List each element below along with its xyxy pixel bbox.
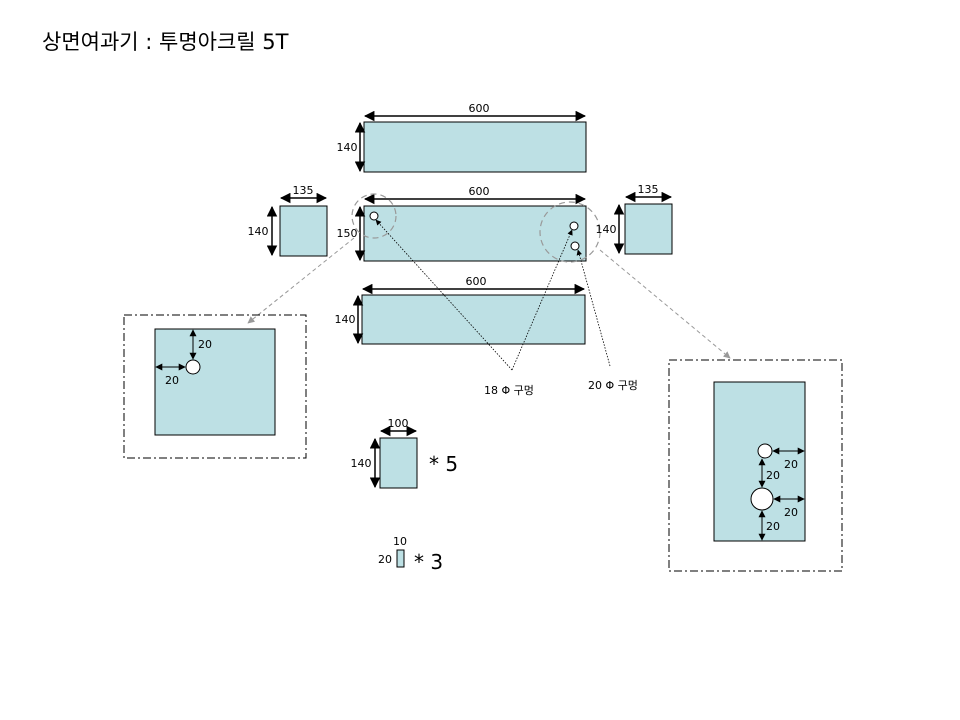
leader-20 bbox=[576, 249, 611, 367]
left-side-panel bbox=[279, 205, 328, 257]
zoom-guide-left bbox=[247, 237, 355, 324]
small-height-label: 140 bbox=[351, 457, 372, 470]
top-height-label: 140 bbox=[337, 141, 358, 154]
zoom-circle-right bbox=[539, 201, 601, 263]
detail-hole-upper bbox=[757, 443, 773, 459]
tiny-height-label: 20 bbox=[378, 553, 392, 566]
detail-hole-lower bbox=[750, 487, 774, 511]
detail-right-between-label: 20 bbox=[766, 469, 780, 482]
right-height-label: 140 bbox=[596, 223, 617, 236]
middle-panel bbox=[363, 205, 587, 262]
tiny-qty-label: * 3 bbox=[414, 550, 443, 574]
page-title: 상면여과기 : 투명아크릴 5T bbox=[42, 30, 289, 54]
right-side-panel bbox=[624, 203, 673, 255]
detail-left-side-label: 20 bbox=[165, 374, 179, 387]
leader-18-right bbox=[511, 229, 573, 371]
small-qty-label: * 5 bbox=[429, 452, 458, 476]
hole-20-label: 20 Φ 구멍 bbox=[588, 379, 638, 392]
small-width-label: 100 bbox=[388, 417, 409, 430]
tiny-piece bbox=[396, 549, 405, 568]
leader-18-left bbox=[375, 219, 513, 371]
hole-18-label: 18 Φ 구멍 bbox=[484, 384, 534, 397]
tiny-width-label: 10 bbox=[393, 535, 407, 548]
right-width-label: 135 bbox=[638, 183, 659, 196]
detail-left-top-label: 20 bbox=[198, 338, 212, 351]
zoom-guide-right bbox=[599, 249, 731, 359]
left-height-label: 140 bbox=[248, 225, 269, 238]
detail-frame-right bbox=[668, 359, 843, 572]
bottom-height-label: 140 bbox=[335, 313, 356, 326]
small-piece bbox=[379, 437, 418, 489]
detail-panel-left bbox=[154, 328, 276, 436]
detail-hole-left bbox=[185, 359, 201, 375]
left-width-label: 135 bbox=[293, 184, 314, 197]
hole-20-right bbox=[570, 241, 580, 251]
bottom-width-label: 600 bbox=[466, 275, 487, 288]
hole-18-right bbox=[569, 221, 579, 231]
zoom-circle-left bbox=[351, 193, 397, 239]
top-panel bbox=[363, 121, 587, 173]
bottom-panel bbox=[361, 294, 586, 345]
mid-height-label: 150 bbox=[337, 227, 358, 240]
mid-width-label: 600 bbox=[469, 185, 490, 198]
top-width-label: 600 bbox=[469, 102, 490, 115]
detail-right-lower-label: 20 bbox=[784, 506, 798, 519]
hole-18-left bbox=[369, 211, 379, 221]
detail-right-bottom-label: 20 bbox=[766, 520, 780, 533]
detail-right-upper-label: 20 bbox=[784, 458, 798, 471]
detail-frame-left bbox=[123, 314, 307, 459]
